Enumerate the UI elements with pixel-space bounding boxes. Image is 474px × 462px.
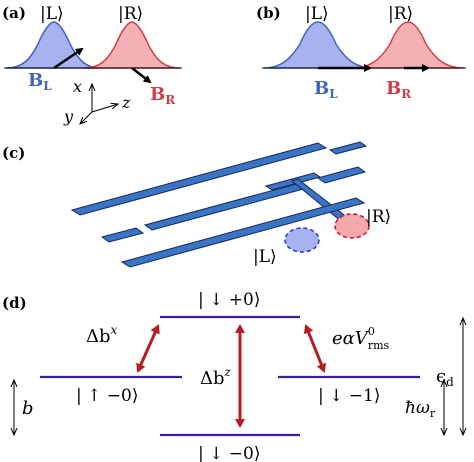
ket-left: |L⟩ bbox=[40, 4, 64, 24]
gate-mid-left bbox=[100, 227, 145, 243]
state-left-label: | ↑ −0⟩ bbox=[76, 386, 138, 406]
b-right-label: BR bbox=[150, 84, 176, 107]
ket-right: |R⟩ bbox=[388, 4, 413, 24]
panel-d: (d) | ↓ +0⟩ | ↑ −0⟩ | ↓ −1⟩ | ↓ −0⟩ Δbx … bbox=[2, 290, 463, 462]
panel-d-label: (d) bbox=[2, 294, 27, 312]
hbar-omega-label: ħωr bbox=[405, 398, 436, 420]
wavefunction-right bbox=[351, 21, 465, 69]
panel-b-label: (b) bbox=[256, 4, 281, 22]
spin-arrow-left bbox=[53, 47, 84, 70]
gate-top-right-stub bbox=[328, 141, 368, 155]
panel-a-label: (a) bbox=[2, 4, 26, 22]
delta-bx-label: Δbx bbox=[86, 323, 118, 347]
wavefunction-left bbox=[5, 21, 101, 69]
energy-levels bbox=[40, 315, 420, 437]
panel-b: (b) |L⟩ |R⟩ BL BR bbox=[256, 4, 466, 101]
delta-bz-label: Δbz bbox=[200, 365, 232, 389]
axis-x-label: x bbox=[73, 77, 82, 96]
panel-c: (c) |L⟩ |R⟩ bbox=[2, 141, 391, 268]
energy-scales bbox=[14, 318, 463, 435]
dot-right bbox=[334, 213, 370, 239]
dot-left bbox=[284, 227, 320, 253]
gate-electrodes bbox=[70, 141, 368, 268]
b-left-label: BL bbox=[28, 70, 52, 93]
wavefunction-right bbox=[83, 21, 181, 69]
wavefunction-left bbox=[263, 21, 375, 69]
panel-a: (a) |L⟩ |R⟩ BL BR x z y bbox=[2, 4, 182, 126]
ket-right: |R⟩ bbox=[118, 4, 143, 24]
state-right-label: | ↓ −1⟩ bbox=[318, 386, 380, 406]
b-left-label: BL bbox=[314, 78, 338, 101]
ket-left: |L⟩ bbox=[253, 247, 277, 267]
gate-long-top bbox=[70, 142, 328, 216]
transition-delta-bx bbox=[136, 324, 160, 373]
spin-arrow-right bbox=[131, 67, 152, 84]
axes: x z y bbox=[63, 77, 131, 126]
transition-coupling bbox=[303, 324, 327, 373]
axis-y-label: y bbox=[63, 107, 74, 126]
ket-right: |R⟩ bbox=[366, 207, 391, 227]
transitions bbox=[136, 324, 327, 428]
b-right-label: BR bbox=[386, 78, 412, 101]
gate-right-stub bbox=[316, 166, 367, 184]
panel-c-label: (c) bbox=[2, 144, 25, 162]
state-top-label: | ↓ +0⟩ bbox=[198, 290, 260, 310]
axis-z-label: z bbox=[121, 93, 131, 112]
ket-left: |L⟩ bbox=[305, 4, 329, 24]
gate-long-bottom bbox=[120, 197, 366, 268]
b-label: b bbox=[22, 398, 34, 419]
state-bottom-label: | ↓ −0⟩ bbox=[198, 444, 260, 462]
eps-label: ϵd bbox=[436, 366, 454, 389]
